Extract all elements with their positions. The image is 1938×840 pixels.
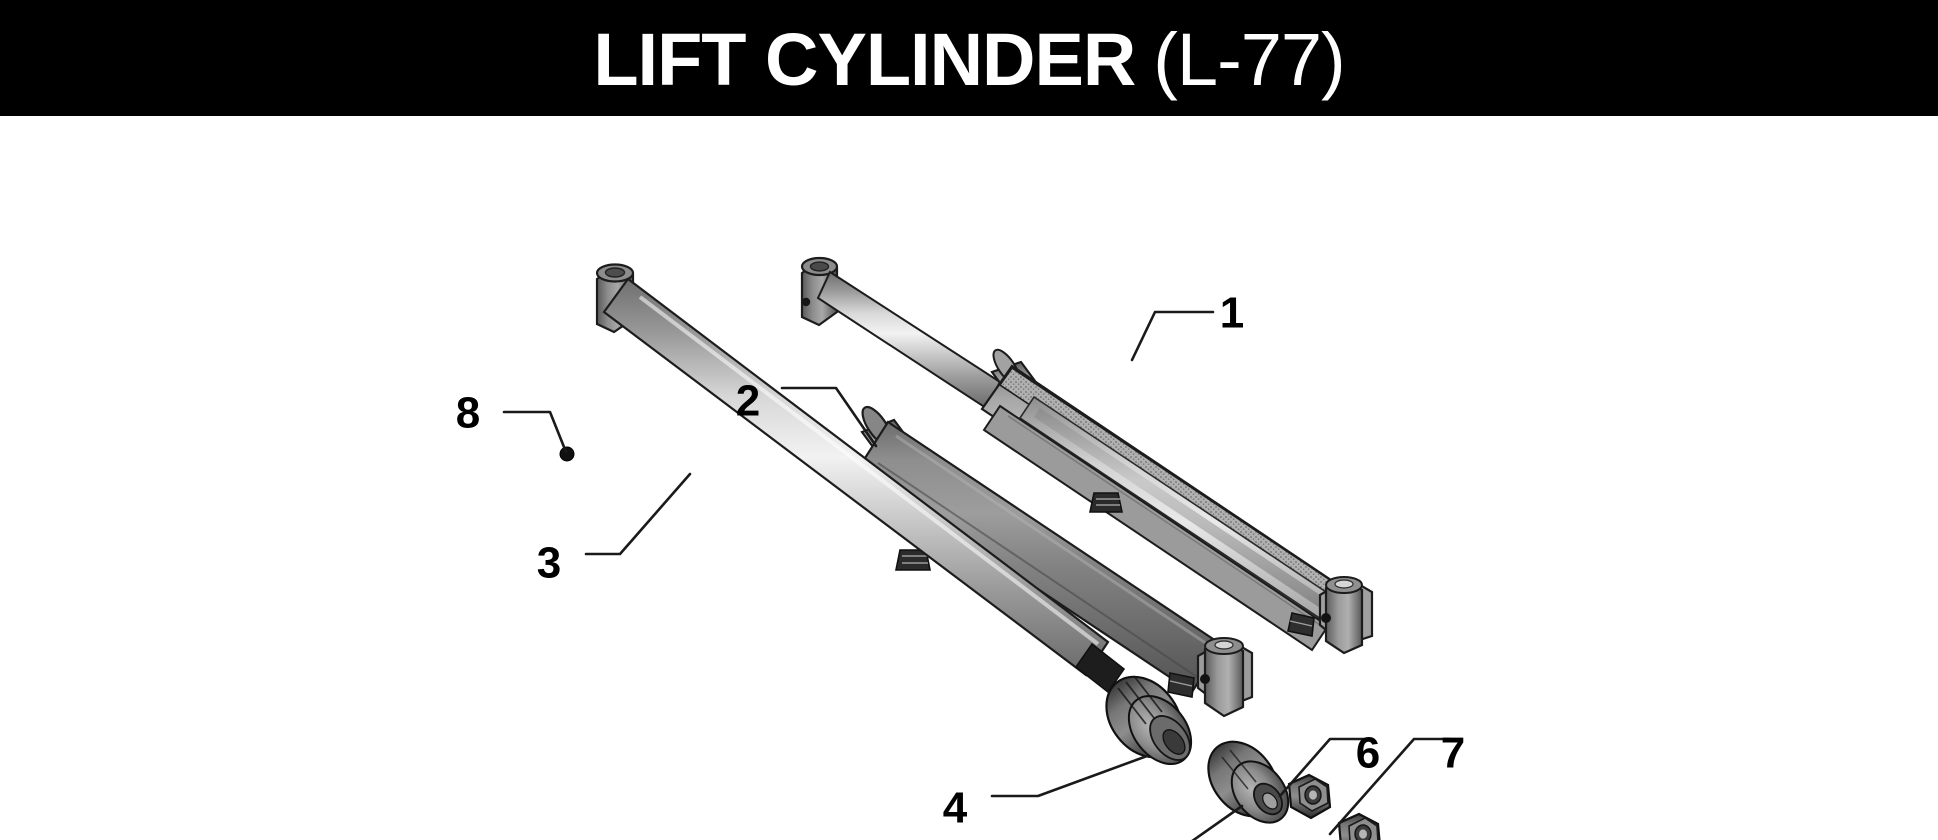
callout-leader-1 [1130,310,1215,362]
page-title-main: LIFT CYLINDER [593,18,1136,101]
callout-layer: 1 2 3 4 5 6 7 8 [456,289,1465,840]
callout-8[interactable]: 8 [456,389,568,454]
page-title: LIFT CYLINDER (L-77) [593,18,1345,101]
callout-7[interactable]: 7 [1328,729,1465,836]
diagram-canvas: 1 2 3 4 5 6 7 8 [0,116,1938,840]
part-5-piston-bushing[interactable] [1194,728,1300,833]
callout-leader-3 [584,472,692,556]
part-2-end-pin-boss [1167,637,1254,718]
part-4-rod-end-gland[interactable] [1074,642,1204,776]
callout-number-3: 3 [537,539,561,588]
callout-leader-4 [990,754,1149,798]
part-1-end-pin-boss [1287,576,1374,655]
part-8-grease-fitting[interactable] [559,446,575,462]
part-2-cylinder-barrel[interactable] [856,403,1254,718]
callout-number-1: 1 [1220,289,1244,338]
callout-number-8: 8 [456,389,480,438]
callout-number-6: 6 [1356,729,1380,778]
callout-leader-2 [780,386,878,448]
callout-leader-8 [502,410,568,454]
callout-4[interactable]: 4 [943,754,1149,833]
callout-number-7: 7 [1441,729,1465,778]
callout-number-2: 2 [736,377,760,426]
callout-1[interactable]: 1 [1130,289,1244,362]
part-6-hex-nut[interactable] [1287,773,1332,820]
page-header-band: LIFT CYLINDER (L-77) [0,0,1938,116]
callout-3[interactable]: 3 [537,472,692,588]
exploded-parts-illustration: 1 2 3 4 5 6 7 8 [0,116,1938,840]
part-1-lift-cylinder-assembly[interactable] [800,256,1374,655]
callout-leader-5 [1191,804,1244,840]
callout-number-4: 4 [943,784,968,833]
part-4-threaded-body [1105,675,1193,765]
callout-5[interactable]: 5 [1074,804,1244,840]
part-1-barrel-cutaway [980,364,1346,652]
callout-leader-6 [1278,737,1368,798]
part-2-port-fitting [895,549,931,571]
callout-2[interactable]: 2 [736,377,878,448]
part-1-port-fitting [1089,492,1123,513]
part-7-hex-lock-nut[interactable] [1337,812,1381,840]
callout-6[interactable]: 6 [1278,729,1380,798]
page-title-code: (L-77) [1153,18,1345,101]
callout-leader-7 [1328,737,1452,836]
